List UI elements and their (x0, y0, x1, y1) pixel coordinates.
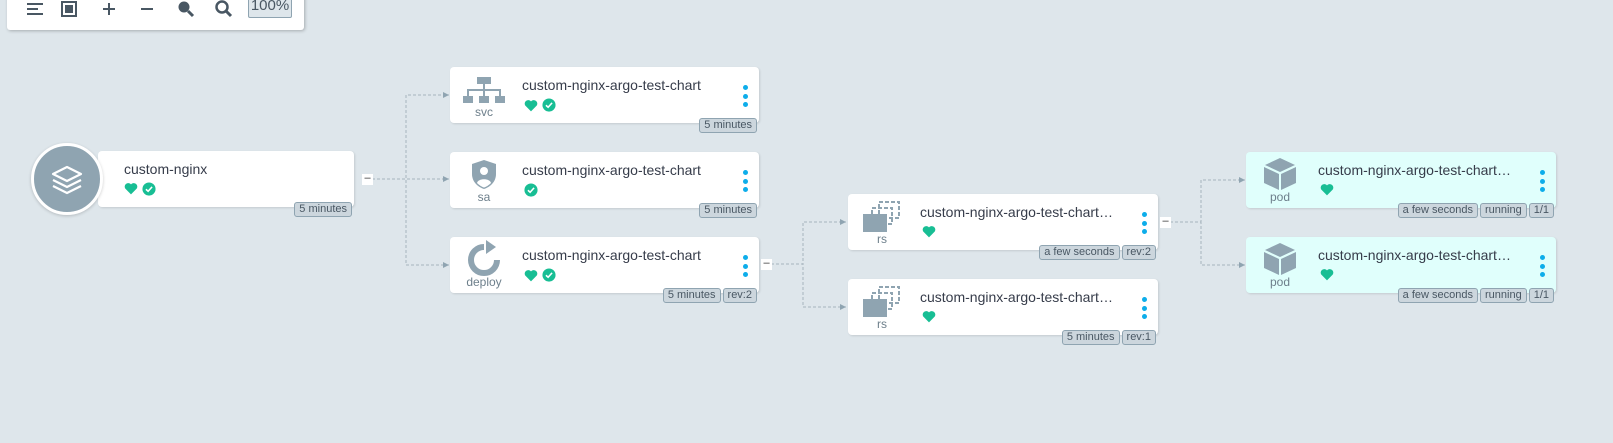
resource-status (524, 183, 538, 197)
pod-phase-tag: running (1480, 288, 1527, 303)
cube-icon (1246, 154, 1314, 208)
resource-name: custom-nginx-argo-test-chart-... (1318, 247, 1513, 263)
cube-icon (1246, 239, 1314, 293)
resource-tags: 5 minutes (699, 118, 757, 133)
resource-name: custom-nginx-argo-test-chart-... (1318, 162, 1513, 178)
shield-user-icon (450, 154, 518, 208)
age-tag: a few seconds (1397, 288, 1478, 303)
pod-phase-tag: running (1480, 203, 1527, 218)
health-heart-icon (922, 226, 936, 238)
age-tag: 5 minutes (1061, 330, 1120, 345)
resource-menu-button[interactable] (1538, 170, 1546, 192)
resource-node-pod[interactable]: pod custom-nginx-argo-test-chart-... a f… (1246, 152, 1556, 218)
revision-tag: rev:1 (1121, 330, 1156, 345)
layers-icon (51, 165, 83, 195)
zoom-out-icon[interactable] (210, 0, 238, 20)
resource-tags: 5 minutes rev:1 (1061, 330, 1156, 345)
resource-node-deploy[interactable]: deploy custom-nginx-argo-test-chart 5 mi… (450, 237, 759, 303)
resource-tags: a few seconds running 1/1 (1397, 288, 1554, 303)
collapse-button[interactable]: – (362, 173, 373, 185)
app-status (124, 182, 156, 196)
resource-name: custom-nginx-argo-test-chart (522, 162, 701, 178)
ready-count-tag: 1/1 (1528, 288, 1554, 303)
fit-graph-icon[interactable] (55, 0, 83, 20)
resource-kind: deploy (466, 275, 502, 289)
application-icon (31, 143, 103, 215)
sync-check-icon (542, 98, 556, 112)
resource-node-sa[interactable]: sa custom-nginx-argo-test-chart 5 minute… (450, 152, 759, 218)
age-tag: 5 minutes (699, 203, 757, 218)
revision-tag: rev:2 (1121, 245, 1156, 260)
resource-kind: pod (1269, 190, 1291, 204)
age-tag: a few seconds (1039, 245, 1120, 260)
resource-status (524, 98, 556, 112)
health-heart-icon (922, 311, 936, 323)
resource-menu-button[interactable] (741, 85, 749, 107)
age-tag: 5 minutes (294, 202, 352, 217)
resource-node-pod[interactable]: pod custom-nginx-argo-test-chart-... a f… (1246, 237, 1556, 303)
replicaset-icon (848, 281, 916, 335)
resource-name: custom-nginx-argo-test-chart (522, 247, 701, 263)
resource-tags: a few seconds rev:2 (1039, 245, 1156, 260)
collapse-icon[interactable] (133, 0, 161, 20)
app-name: custom-nginx (124, 161, 208, 177)
resource-name: custom-nginx-argo-test-chart-... (920, 204, 1115, 220)
health-heart-icon (1320, 269, 1334, 281)
age-tag: 5 minutes (662, 288, 721, 303)
resource-name: custom-nginx-argo-test-chart (522, 77, 701, 93)
replicaset-icon (848, 196, 916, 250)
sync-check-icon (542, 268, 556, 282)
resource-status (1320, 183, 1334, 196)
health-heart-icon (524, 99, 538, 111)
collapse-button[interactable]: – (761, 258, 772, 270)
resource-tags: a few seconds running 1/1 (1397, 203, 1554, 218)
collapse-button[interactable]: – (1160, 216, 1171, 228)
health-heart-icon (524, 269, 538, 281)
resource-kind: pod (1269, 275, 1291, 289)
health-heart-icon (124, 183, 138, 195)
resource-tags: 5 minutes rev:2 (662, 288, 757, 303)
revision-tag: rev:2 (722, 288, 757, 303)
resource-kind: rs (877, 232, 887, 246)
resource-kind: sa (477, 190, 491, 204)
network-icon (450, 69, 518, 123)
resource-status (1320, 268, 1334, 281)
resource-menu-button[interactable] (741, 255, 749, 277)
resource-status (922, 310, 936, 323)
sync-check-icon (142, 182, 156, 196)
app-tags: 5 minutes (294, 202, 352, 217)
resource-node-svc[interactable]: svc custom-nginx-argo-test-chart 5 minut… (450, 67, 759, 133)
expand-icon[interactable] (95, 0, 123, 20)
zoom-in-icon[interactable] (172, 0, 200, 20)
application-node[interactable]: custom-nginx 5 minutes (98, 151, 354, 217)
refresh-icon (450, 239, 518, 293)
graph-toolbar: 100% (7, 0, 304, 30)
age-tag: 5 minutes (699, 118, 757, 133)
age-tag: a few seconds (1397, 203, 1478, 218)
resource-status (922, 225, 936, 238)
ready-count-tag: 1/1 (1528, 203, 1554, 218)
align-left-icon[interactable] (21, 0, 49, 20)
resource-kind: svc (475, 105, 493, 119)
resource-tags: 5 minutes (699, 203, 757, 218)
sync-check-icon (524, 183, 538, 197)
resource-node-rs[interactable]: rs custom-nginx-argo-test-chart-... 5 mi… (848, 279, 1158, 345)
resource-name: custom-nginx-argo-test-chart-... (920, 289, 1115, 305)
resource-menu-button[interactable] (1140, 212, 1148, 234)
resource-menu-button[interactable] (741, 170, 749, 192)
resource-menu-button[interactable] (1538, 255, 1546, 277)
zoom-level[interactable]: 100% (248, 0, 292, 18)
health-heart-icon (1320, 184, 1334, 196)
resource-node-rs[interactable]: rs custom-nginx-argo-test-chart-... a fe… (848, 194, 1158, 260)
resource-menu-button[interactable] (1140, 297, 1148, 319)
resource-kind: rs (877, 317, 887, 331)
resource-status (524, 268, 556, 282)
